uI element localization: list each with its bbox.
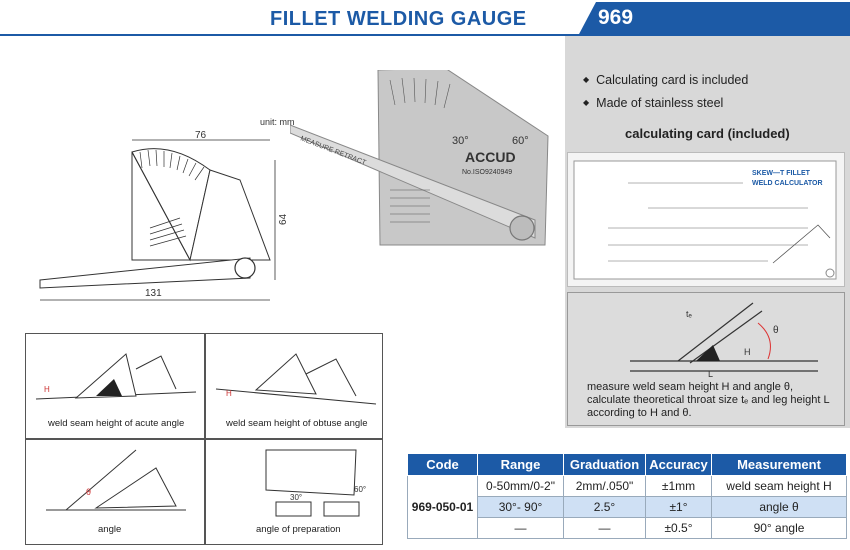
usage-cell-acute: H weld seam height of acute angle xyxy=(25,333,205,439)
table-cell: — xyxy=(563,517,646,539)
table-cell: 90° angle xyxy=(711,517,847,539)
table-header: Accuracy xyxy=(645,453,712,476)
usage-mark: θ xyxy=(86,487,91,497)
table-cell: ±1° xyxy=(645,496,712,518)
product-photo: 30° 60° ACCUD No.ISO9240949 MEASURE RETR… xyxy=(290,70,549,246)
usage-mark: H xyxy=(44,385,50,394)
sketch-caption: measure weld seam height H and angle θ, … xyxy=(587,381,837,420)
usage-cell-obtuse: H weld seam height of obtuse angle xyxy=(205,333,383,439)
feature-text: Calculating card is included xyxy=(596,72,749,87)
table-cell: 30°- 90° xyxy=(477,496,564,518)
sketch-L: L xyxy=(708,369,713,379)
spec-table: Code Range Graduation Accuracy Measureme… xyxy=(407,453,847,539)
page-title: FILLET WELDING GAUGE xyxy=(270,8,527,30)
bullet-icon: ◆ xyxy=(583,98,590,107)
table-header: Graduation xyxy=(563,453,646,476)
table-cell: 2.5° xyxy=(563,496,646,518)
feature-item: ◆ Calculating card is included xyxy=(583,68,748,91)
caption-line: according to H and θ. xyxy=(587,407,692,419)
sketch-te: tₑ xyxy=(686,309,693,319)
table-row: — — ±0.5° 90° angle xyxy=(408,517,847,539)
table-cell: ±1mm xyxy=(645,475,712,497)
dim-length: 131 xyxy=(145,288,162,299)
feature-text: Made of stainless steel xyxy=(596,95,724,110)
photo-code: No.ISO9240949 xyxy=(462,169,512,176)
feature-item: ◆ Made of stainless steel xyxy=(583,91,748,114)
table-header: Measurement xyxy=(711,453,847,476)
table-header: Range xyxy=(477,453,564,476)
table-cell: angle θ xyxy=(711,496,847,518)
code-cell: 969-050-01 xyxy=(407,475,478,539)
usage-mark: H xyxy=(226,389,232,398)
calculating-card-image: SKEW—T FILLET WELD CALCULATOR xyxy=(567,152,845,287)
photo-angle-30: 30° xyxy=(452,135,469,147)
usage-mark-60: 60° xyxy=(354,485,366,494)
caption-line: measure weld seam height H and angle θ, xyxy=(587,381,794,393)
card-name: WELD CALCULATOR xyxy=(752,180,823,187)
caption-line: calculate theoretical throat size tₑ and… xyxy=(587,394,830,406)
bullet-icon: ◆ xyxy=(583,75,590,84)
dim-height: 64 xyxy=(278,213,289,225)
header-rule xyxy=(0,34,850,36)
model-number: 969 xyxy=(598,6,634,29)
table-cell: — xyxy=(477,517,564,539)
sketch-theta: θ xyxy=(773,325,779,336)
unit-label: unit: mm xyxy=(260,117,295,127)
table-cell: 0-50mm/0-2" xyxy=(477,475,564,497)
sketch-H: H xyxy=(744,347,751,357)
measurement-sketch: tₑ L H θ xyxy=(567,292,845,426)
photo-brand: ACCUD xyxy=(465,149,516,165)
table-cell: ±0.5° xyxy=(645,517,712,539)
usage-label: angle of preparation xyxy=(256,524,341,535)
technical-drawing: unit: mm 76 64 131 xyxy=(39,117,295,301)
table-cell: 2mm/.050" xyxy=(563,475,646,497)
card-title: calculating card (included) xyxy=(625,126,790,141)
usage-cell-preparation: 30° 60° angle of preparation xyxy=(205,439,383,545)
usage-label: weld seam height of obtuse angle xyxy=(226,418,368,429)
photo-angle-60: 60° xyxy=(512,135,529,147)
table-header: Code xyxy=(407,453,478,476)
usage-label: angle xyxy=(98,524,122,535)
table-header-row: Code Range Graduation Accuracy Measureme… xyxy=(407,453,847,476)
table-row: 30°- 90° 2.5° ±1° angle θ xyxy=(408,496,847,518)
model-tab xyxy=(578,2,850,36)
usage-label: weld seam height of acute angle xyxy=(48,418,185,429)
dim-width: 76 xyxy=(195,130,207,141)
usage-cell-angle: θ angle xyxy=(25,439,205,545)
table-row: 969-050-01 0-50mm/0-2" 2mm/.050" ±1mm we… xyxy=(407,475,847,539)
usage-mark-30: 30° xyxy=(290,493,302,502)
card-brand: SKEW—T FILLET xyxy=(752,170,811,177)
table-cell: weld seam height H xyxy=(711,475,847,497)
feature-list: ◆ Calculating card is included ◆ Made of s… xyxy=(583,68,748,114)
